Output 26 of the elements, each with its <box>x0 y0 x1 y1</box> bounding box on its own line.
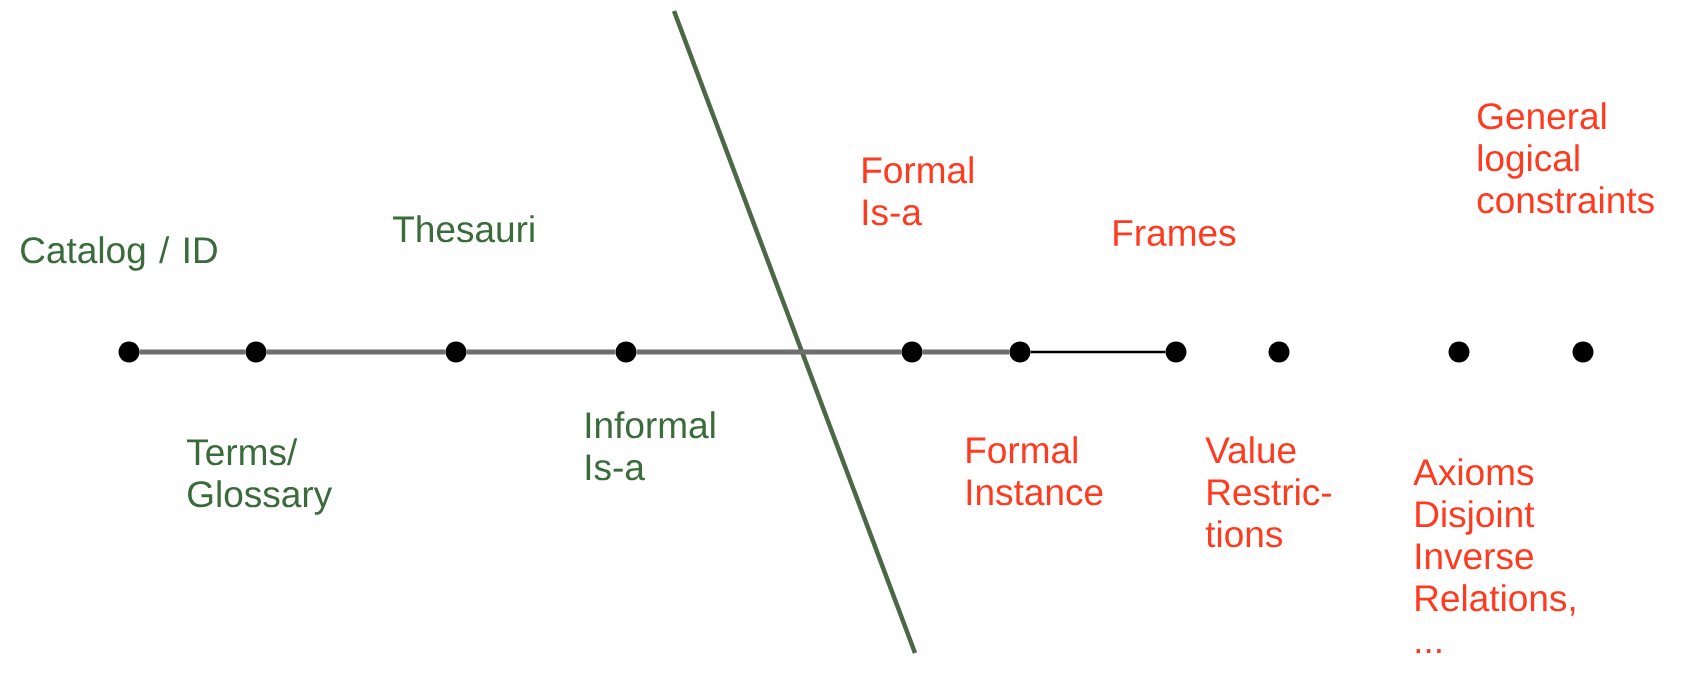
dot <box>445 341 467 363</box>
spectrum-label: Thesauri <box>393 215 534 243</box>
dot <box>901 341 923 363</box>
connecting-line <box>922 349 1010 355</box>
spectrum-label: Axioms Disjoint Inverse Relations, ... <box>1413 458 1575 653</box>
dot <box>118 341 140 363</box>
spectrum-label: General logical constraints <box>1477 102 1654 214</box>
spectrum-label: Frames <box>1114 220 1236 246</box>
connecting-line <box>636 349 902 355</box>
dot <box>245 341 267 363</box>
spectrum-label: Formal Is-a <box>863 156 973 226</box>
connecting-line <box>266 349 446 355</box>
dot <box>1009 341 1031 363</box>
dot <box>1165 341 1187 363</box>
spectrum-label: Value Restric- tions <box>1205 436 1331 548</box>
spectrum-label: Formal Instance <box>967 436 1103 506</box>
dot <box>1448 341 1470 363</box>
dot <box>615 341 637 363</box>
spectrum-label: Informal Is-a <box>586 411 715 481</box>
dot <box>1572 341 1594 363</box>
spectrum-label: Terms/ Glossary <box>187 438 333 515</box>
dot <box>1268 341 1290 363</box>
connecting-line <box>466 349 616 355</box>
spectrum-label: Catalog / ID <box>21 236 217 271</box>
connecting-line <box>139 349 246 355</box>
connecting-line <box>1030 350 1166 354</box>
